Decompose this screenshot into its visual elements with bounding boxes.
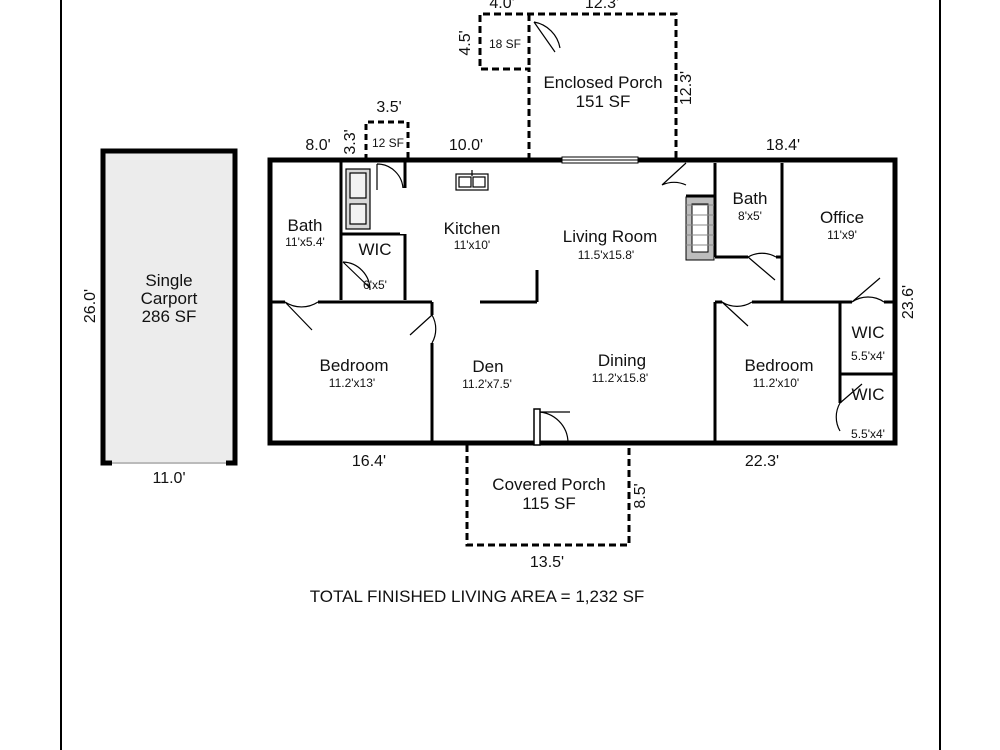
bath-right-dimension: 8'x5' <box>738 209 762 223</box>
top-left-width-dimension: 8.0' <box>305 137 330 154</box>
carport-label-line1: Single <box>145 271 192 290</box>
house-depth-dimension: 23.6' <box>900 285 917 319</box>
dining-dimension: 11.2'x15.8' <box>592 371 648 385</box>
wic-left-dimension: 6'x5' <box>363 278 387 292</box>
covered-porch-area: 115 SF <box>522 494 576 513</box>
stoop-width-dimension: 3.5' <box>376 99 401 116</box>
wic-right-top-name: WIC <box>851 323 884 342</box>
carport-width-dimension: 11.0' <box>152 470 185 487</box>
bedroom-left-dimension: 11.2'x13' <box>329 376 375 390</box>
fireplace-icon <box>685 196 715 261</box>
wic-right-bottom-name: WIC <box>851 385 884 404</box>
covered-porch-depth-dimension: 8.5' <box>632 483 649 508</box>
bedroom-right-dimension: 11.2'x10' <box>753 376 799 390</box>
top-middle-width-dimension: 10.0' <box>449 137 483 154</box>
bath-left-name: Bath <box>288 216 323 235</box>
wic-right-top-dimension: 5.5'x4' <box>851 349 885 363</box>
small-porch-area: 18 SF <box>489 37 521 51</box>
carport-area: 286 SF <box>142 307 197 326</box>
bath-tub-icon <box>345 168 371 230</box>
door-swings <box>284 21 885 444</box>
office-name: Office <box>820 208 864 227</box>
covered-porch-name: Covered Porch <box>492 475 605 494</box>
small-porch-depth-dimension: 4.5' <box>457 30 474 55</box>
wic-left-name: WIC <box>358 240 391 259</box>
front-door-frame <box>533 408 541 446</box>
bottom-left-width-dimension: 16.4' <box>352 453 386 470</box>
enclosed-porch-area: 151 SF <box>576 92 631 111</box>
enclosed-porch-outline <box>478 12 678 160</box>
bedroom-left-name: Bedroom <box>320 356 389 375</box>
carport-depth-dimension: 26.0' <box>82 289 99 323</box>
bedroom-right-name: Bedroom <box>745 356 814 375</box>
office-dimension: 11'x9' <box>827 228 857 242</box>
top-right-width-dimension: 18.4' <box>766 137 800 154</box>
living-room-dimension: 11.5'x15.8' <box>578 248 634 262</box>
carport-label-line2: Carport <box>141 289 198 308</box>
kitchen-sink-icon <box>455 170 489 191</box>
bath-left-dimension: 11'x5.4' <box>285 235 325 249</box>
covered-porch-width-dimension: 13.5' <box>530 554 564 571</box>
small-porch-width-dimension: 4.0' <box>489 0 514 12</box>
stoop-area: 12 SF <box>372 136 404 150</box>
enclosed-porch-width-dimension: 12.3' <box>585 0 619 12</box>
bottom-right-width-dimension: 22.3' <box>745 453 779 470</box>
enclosed-porch-depth-dimension: 12.3' <box>678 71 695 105</box>
kitchen-dimension: 11'x10' <box>454 238 490 252</box>
stoop-door-gap <box>400 188 410 234</box>
stoop-depth-dimension: 3.3' <box>342 129 359 154</box>
wic-right-bottom-dimension: 5.5'x4' <box>851 427 885 441</box>
kitchen-name: Kitchen <box>444 219 501 238</box>
covered-porch-outline <box>465 445 631 547</box>
sliding-door <box>561 156 639 164</box>
den-name: Den <box>472 357 503 376</box>
total-living-area: TOTAL FINISHED LIVING AREA = 1,232 SF <box>310 587 645 606</box>
dining-name: Dining <box>598 351 646 370</box>
carport <box>100 148 238 466</box>
bath-right-name: Bath <box>733 189 768 208</box>
den-dimension: 11.2'x7.5' <box>462 377 512 391</box>
enclosed-porch-name: Enclosed Porch <box>543 73 662 92</box>
living-room-name: Living Room <box>563 227 658 246</box>
